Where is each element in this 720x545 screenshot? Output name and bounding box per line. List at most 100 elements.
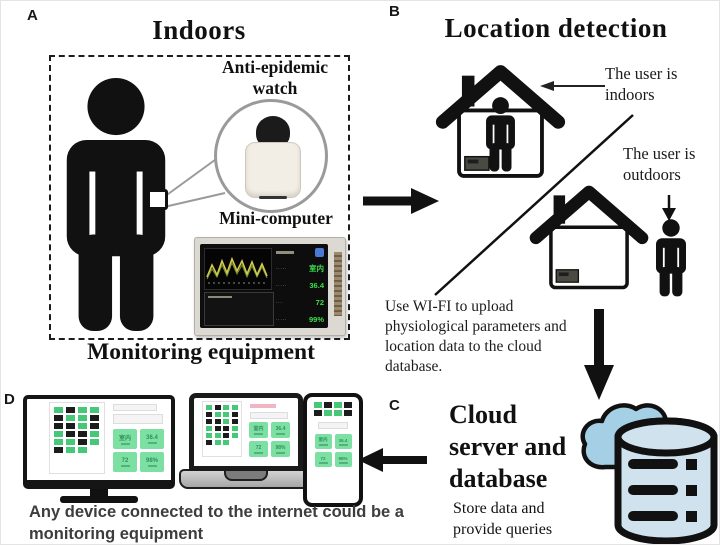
mini-readout-row: ····· 99% bbox=[276, 312, 324, 326]
cloud-subtitle: Store data and provide queries bbox=[453, 498, 552, 540]
tile-value: 72 bbox=[255, 444, 262, 451]
indoors-note-line2: indoors bbox=[605, 85, 655, 104]
grid-cell bbox=[78, 415, 87, 421]
tile-sublabel bbox=[318, 461, 328, 464]
laptop-data-panel bbox=[202, 401, 242, 457]
tile-value: 72 bbox=[121, 457, 129, 464]
wifi-note: Use WI-FI to upload physiological parame… bbox=[385, 298, 567, 375]
tile-value: 36.4 bbox=[146, 434, 158, 441]
watch-caption-line1: Anti-epidemic bbox=[222, 57, 328, 77]
monitor-tiles: 室内 36.4 72 98% bbox=[113, 429, 164, 472]
grid-cell bbox=[214, 405, 221, 410]
tile-sublabel bbox=[276, 451, 285, 454]
tile-value: 36.4 bbox=[275, 425, 286, 432]
tile-value: 98% bbox=[338, 455, 348, 461]
tile-value: 98% bbox=[145, 457, 158, 464]
outdoors-note: The user is outdoors bbox=[623, 143, 695, 185]
monitor-form-line bbox=[113, 404, 157, 411]
metric-tile: 36.4 bbox=[140, 429, 164, 449]
grid-cell bbox=[231, 405, 238, 410]
grid-cell bbox=[66, 407, 75, 413]
monitor-data-grid bbox=[54, 407, 100, 453]
mini-readout-row: ····· 室内 bbox=[276, 261, 324, 275]
grid-cell bbox=[78, 439, 87, 445]
magnifier-lines bbox=[163, 156, 226, 208]
grid-cell bbox=[214, 433, 221, 438]
tile-sublabel bbox=[147, 441, 157, 444]
mini-computer-device: ····· 室内 ····· 36.4 ··· 72 ····· 99% bbox=[194, 237, 346, 336]
monitor-data-panel bbox=[49, 402, 105, 474]
laptop-tiles: 室内 36.4 72 98% bbox=[249, 422, 290, 457]
grid-cell bbox=[90, 407, 99, 413]
laptop-screen: 室内 36.4 72 98% bbox=[189, 393, 303, 471]
grid-cell bbox=[231, 433, 238, 438]
metric-tile: 98% bbox=[334, 452, 352, 467]
panel-d-caption: Any device connected to the internet cou… bbox=[29, 503, 404, 543]
monitor-screen: 室内 36.4 72 98% bbox=[23, 395, 175, 489]
tile-value: 72 bbox=[320, 455, 326, 461]
grid-cell bbox=[54, 423, 63, 429]
monitor-stand-neck bbox=[90, 489, 108, 496]
grid-cell bbox=[78, 407, 87, 413]
cloud-title-line2: server and bbox=[449, 432, 567, 461]
wifi-status-icon bbox=[315, 248, 324, 257]
monitor-form-field bbox=[113, 414, 163, 424]
laptop-data-grid bbox=[206, 405, 238, 445]
mini-row-label: ····· bbox=[276, 316, 288, 322]
phone-data-grid bbox=[314, 402, 352, 416]
grid-cell bbox=[66, 447, 75, 453]
grid-cell bbox=[90, 415, 99, 421]
tile-sublabel bbox=[254, 451, 263, 454]
metric-tile: 室内 bbox=[314, 434, 332, 449]
grid-cell bbox=[206, 426, 212, 431]
metric-tile: 98% bbox=[140, 452, 164, 472]
house-outdoors-icon bbox=[527, 181, 651, 293]
mini-row-label: ····· bbox=[276, 265, 288, 271]
grid-cell bbox=[314, 402, 322, 408]
grid-cell bbox=[206, 419, 212, 424]
outdoor-person-icon bbox=[648, 219, 694, 297]
monitoring-equipment-title: Monitoring equipment bbox=[87, 339, 315, 365]
grid-cell bbox=[78, 447, 87, 453]
outdoors-note-line1: The user is bbox=[623, 144, 696, 163]
tile-sublabel bbox=[318, 444, 328, 446]
grid-cell bbox=[54, 431, 63, 437]
magnifier-circle bbox=[214, 99, 328, 213]
mini-row-label: ····· bbox=[276, 282, 288, 288]
laptop-notch bbox=[224, 471, 268, 481]
grid-cell bbox=[206, 433, 212, 438]
mini-readout-row: ··· 72 bbox=[276, 295, 324, 309]
wrist-watch-icon bbox=[147, 189, 168, 210]
grid-cell bbox=[231, 426, 238, 431]
grid-cell bbox=[223, 426, 229, 431]
tile-sublabel bbox=[338, 461, 348, 464]
cloud-database-icon bbox=[580, 403, 718, 544]
indoors-note: The user is indoors bbox=[605, 63, 677, 105]
mini-header-row bbox=[276, 247, 324, 258]
grid-cell bbox=[214, 426, 221, 431]
laptop-base bbox=[179, 469, 313, 489]
indoors-dashed-box bbox=[49, 55, 350, 340]
grid-cell bbox=[90, 447, 99, 453]
tile-sublabel bbox=[120, 443, 130, 445]
tile-value: 室内 bbox=[118, 436, 131, 442]
laptop-header-line bbox=[250, 404, 276, 408]
panel-a-label: A bbox=[27, 7, 38, 24]
grid-cell bbox=[78, 431, 87, 437]
grid-cell bbox=[54, 439, 63, 445]
grid-cell bbox=[223, 412, 229, 417]
grid-cell bbox=[90, 423, 99, 429]
phone-device: 室内 36.4 72 98% bbox=[303, 393, 363, 507]
arrow-down-icon bbox=[584, 309, 614, 400]
cloud-title: Cloud server and database bbox=[449, 399, 566, 495]
metric-tile: 72 bbox=[314, 452, 332, 467]
tile-sublabel bbox=[276, 432, 285, 435]
mini-row-label: ··· bbox=[276, 299, 283, 305]
mini-log-panel bbox=[204, 292, 274, 326]
grid-cell bbox=[66, 431, 75, 437]
metric-tile: 72 bbox=[113, 452, 137, 472]
grid-cell bbox=[223, 440, 229, 445]
grid-cell bbox=[54, 447, 63, 453]
mini-readout-row: ····· 36.4 bbox=[276, 278, 324, 292]
